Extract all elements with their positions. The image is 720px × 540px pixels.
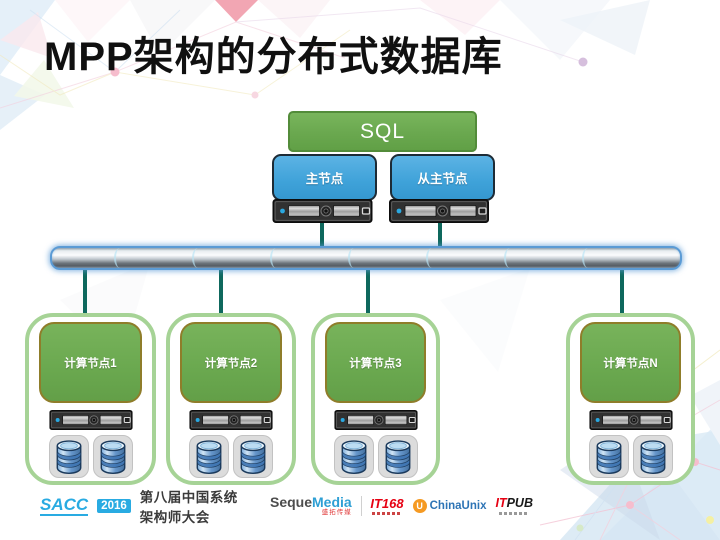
year-badge: 2016 <box>97 499 131 513</box>
connector-line <box>620 256 624 316</box>
chinaunix-icon: U <box>412 499 427 513</box>
bus-joint-mark <box>582 248 594 268</box>
standby-master-node-label: 从主节点 <box>417 172 468 186</box>
bus-joint-mark <box>426 248 438 268</box>
compute-node-n: 计算节点N <box>566 313 695 485</box>
chinaunix-logo: U ChinaUnix <box>412 499 486 513</box>
server-icon <box>587 410 675 430</box>
sequemedia-logo: SequeMedia 盛拓传媒 <box>270 494 352 517</box>
database-icon <box>48 435 89 478</box>
connector-line <box>83 256 87 316</box>
compute-node-1-label: 计算节点1 <box>64 357 117 370</box>
sql-label: SQL <box>359 119 406 143</box>
interconnect-bus <box>50 246 682 270</box>
compute-node-n-label: 计算节点N <box>603 357 658 370</box>
database-icon <box>189 435 229 478</box>
database-icon <box>92 435 133 478</box>
database-icon <box>233 435 273 478</box>
bus-joint-mark <box>348 248 360 268</box>
compute-node-1-box: 计算节点1 <box>39 322 142 403</box>
compute-node-2: 计算节点2 <box>166 313 296 485</box>
bus-joint-mark <box>504 248 516 268</box>
bus-joint-mark <box>114 248 126 268</box>
server-icon <box>187 410 275 430</box>
it168-microtext <box>371 512 402 515</box>
it168-logo: IT168 <box>370 497 404 515</box>
compute-node-1: 计算节点1 <box>25 313 156 485</box>
server-icon <box>272 199 373 223</box>
connector-line <box>366 256 370 316</box>
standby-master-node-box: 从主节点 <box>390 154 495 201</box>
master-node-label: 主节点 <box>305 172 344 186</box>
compute-node-2-label: 计算节点2 <box>204 357 258 370</box>
sequemedia-subtitle: 盛拓传媒 <box>321 509 352 517</box>
bus-joint-mark <box>192 248 204 268</box>
server-icon <box>47 410 135 430</box>
compute-node-3-box: 计算节点3 <box>325 322 426 403</box>
compute-node-n-box: 计算节点N <box>580 322 681 403</box>
conference-name: 第八届中国系统架构师大会 <box>139 490 238 525</box>
sacc-logo: SACC <box>40 495 89 517</box>
itpub-microtext <box>499 511 530 515</box>
master-node-box: 主节点 <box>272 154 377 201</box>
database-icon <box>333 435 374 478</box>
sql-box: SQL <box>288 111 477 152</box>
database-icon <box>377 435 418 478</box>
compute-node-2-box: 计算节点2 <box>180 322 282 403</box>
server-icon <box>332 410 420 430</box>
connector-line <box>438 221 442 251</box>
database-icon <box>632 435 673 478</box>
footer-divider <box>360 496 362 516</box>
server-icon <box>388 199 490 223</box>
compute-node-3: 计算节点3 <box>311 313 440 485</box>
footer-logo-bar: SACC 2016 第八届中国系统架构师大会 SequeMedia 盛拓传媒 I… <box>12 489 533 525</box>
itpub-logo: ITPUB <box>495 497 533 515</box>
connector-line <box>219 256 223 316</box>
slide-title: MPP架构的分布式数据库 <box>44 35 503 79</box>
compute-node-3-label: 计算节点3 <box>349 357 402 370</box>
database-icon <box>588 435 629 478</box>
connector-line <box>320 221 324 251</box>
bus-joint-mark <box>270 248 282 268</box>
